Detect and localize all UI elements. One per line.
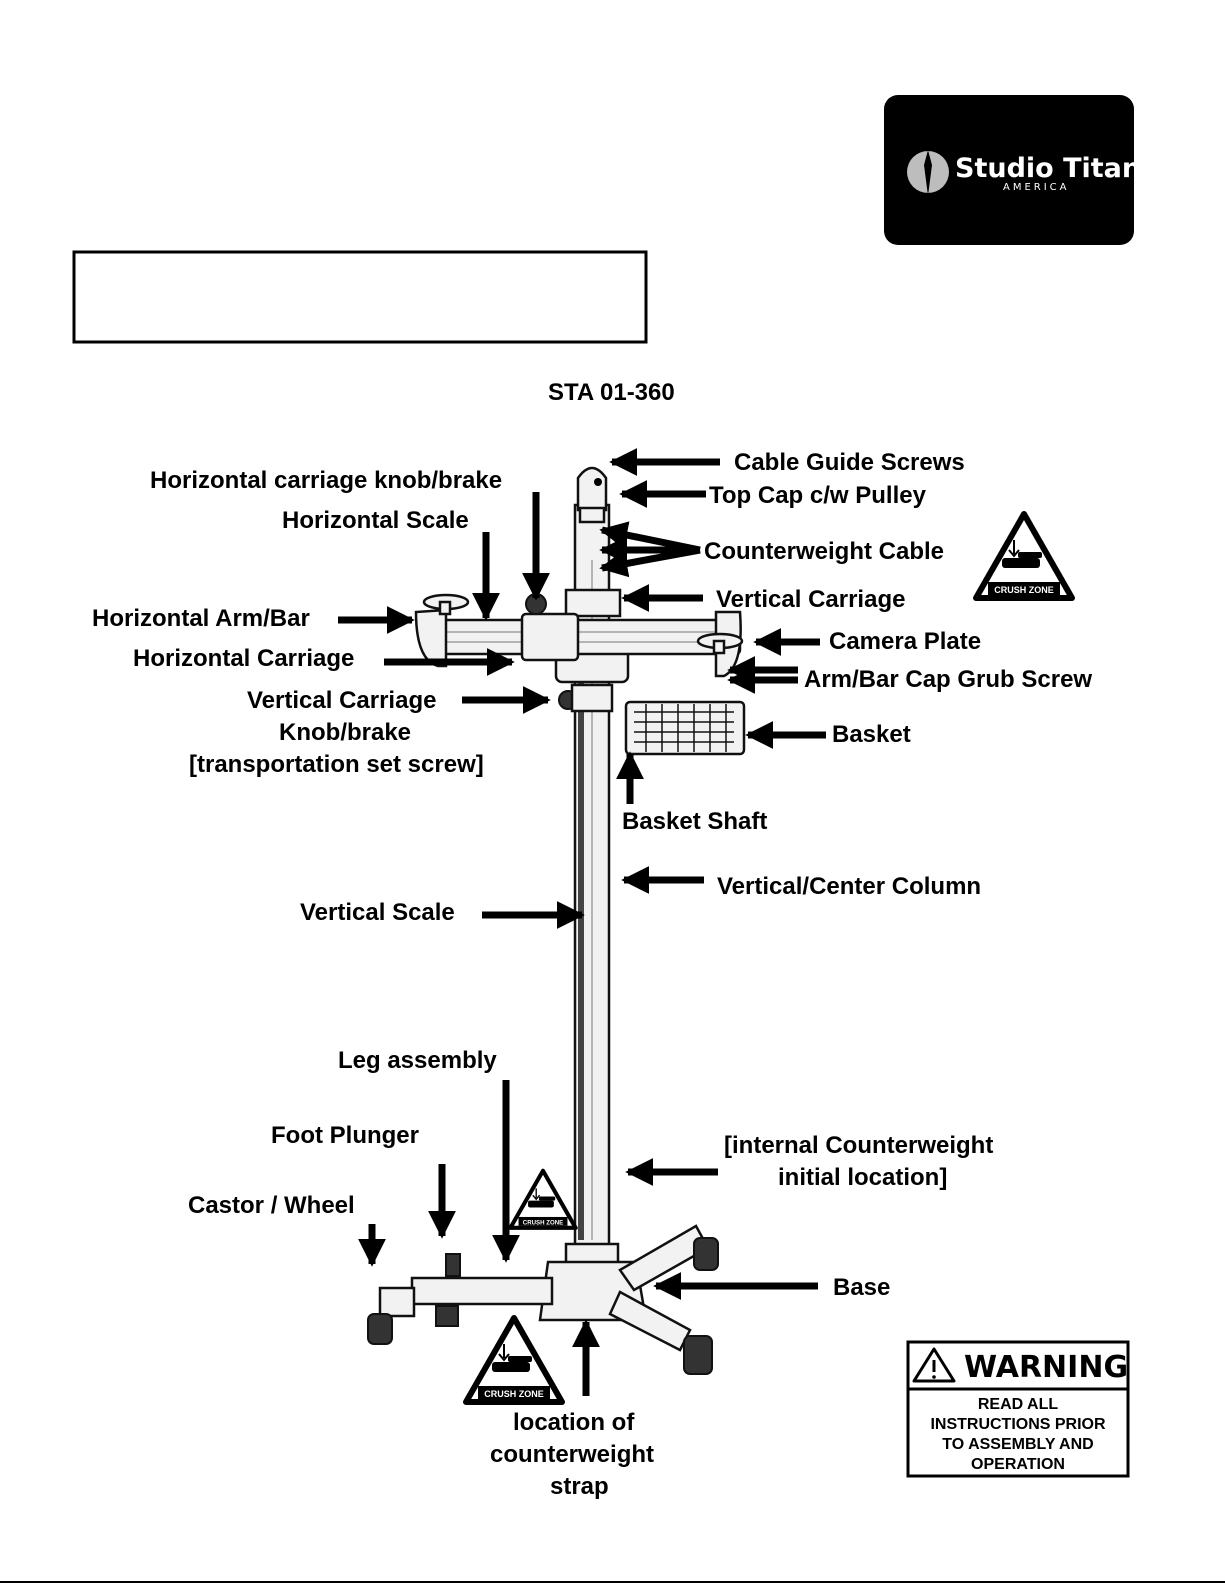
label-vertical-center-column: Vertical/Center Column: [717, 873, 981, 900]
label-horizontal-scale: Horizontal Scale: [282, 507, 469, 534]
studio-titan-logo: Studio Titan AMERICA: [884, 95, 1141, 245]
label-cable-guide-screws: Cable Guide Screws: [734, 449, 965, 476]
label-leg-assembly: Leg assembly: [338, 1047, 497, 1074]
stand-illustration: [367, 466, 746, 1375]
label-counterweight-cable: Counterweight Cable: [704, 538, 944, 565]
crush-zone-sign-top: CRUSH ZONE: [976, 514, 1072, 598]
label-internal-counterweight-1: [internal Counterweight: [724, 1132, 993, 1159]
label-vertical-carriage-knob-3: [transportation set screw]: [189, 751, 484, 778]
svg-text:CRUSH ZONE: CRUSH ZONE: [523, 1219, 563, 1226]
callout-labels: Cable Guide Screws Top Cap c/w Pulley Co…: [92, 449, 1092, 1500]
crush-zone-sign-bottom: CRUSH ZONE: [466, 1318, 562, 1402]
label-camera-plate: Camera Plate: [829, 628, 981, 655]
label-basket-shaft: Basket Shaft: [622, 808, 767, 835]
warning-line-2: INSTRUCTIONS PRIOR: [930, 1416, 1106, 1433]
label-vertical-carriage-knob-1: Vertical Carriage: [247, 687, 436, 714]
label-vertical-scale: Vertical Scale: [300, 899, 455, 926]
label-foot-plunger: Foot Plunger: [271, 1122, 419, 1149]
callout-arrows: [338, 448, 826, 1396]
label-arm-cap-grub-screw: Arm/Bar Cap Grub Screw: [804, 666, 1092, 693]
model-number: STA 01-360: [548, 379, 675, 406]
crush-zone-sign-middle: CRUSH ZONE: [510, 1171, 575, 1228]
label-basket: Basket: [832, 721, 911, 748]
label-top-cap: Top Cap c/w Pulley: [709, 482, 927, 509]
logo-name: Studio Titan: [955, 153, 1141, 184]
label-vertical-carriage-knob-2: Knob/brake: [279, 719, 411, 746]
warning-line-1: READ ALL: [978, 1396, 1059, 1413]
label-horizontal-arm: Horizontal Arm/Bar: [92, 605, 310, 632]
label-horizontal-carriage-knob: Horizontal carriage knob/brake: [150, 467, 502, 494]
warning-title: WARNING: [964, 1350, 1128, 1385]
label-internal-counterweight-2: initial location]: [778, 1164, 947, 1191]
label-base: Base: [833, 1274, 890, 1301]
warning-box: WARNING READ ALL INSTRUCTIONS PRIOR TO A…: [906, 1340, 1130, 1478]
warning-line-3: TO ASSEMBLY AND: [942, 1436, 1093, 1453]
label-horizontal-carriage: Horizontal Carriage: [133, 645, 354, 672]
label-counterweight-strap-2: counterweight: [490, 1441, 654, 1468]
label-counterweight-strap-1: location of: [513, 1409, 635, 1436]
svg-text:CRUSH ZONE: CRUSH ZONE: [484, 1389, 544, 1399]
label-counterweight-strap-3: strap: [550, 1473, 609, 1500]
logo-subtitle: AMERICA: [1003, 182, 1070, 193]
title-box: [72, 250, 648, 344]
svg-text:CRUSH ZONE: CRUSH ZONE: [994, 585, 1054, 595]
label-castor-wheel: Castor / Wheel: [188, 1192, 355, 1219]
warning-icon: [912, 1347, 956, 1383]
label-vertical-carriage: Vertical Carriage: [716, 586, 905, 613]
warning-line-4: OPERATION: [971, 1456, 1065, 1473]
